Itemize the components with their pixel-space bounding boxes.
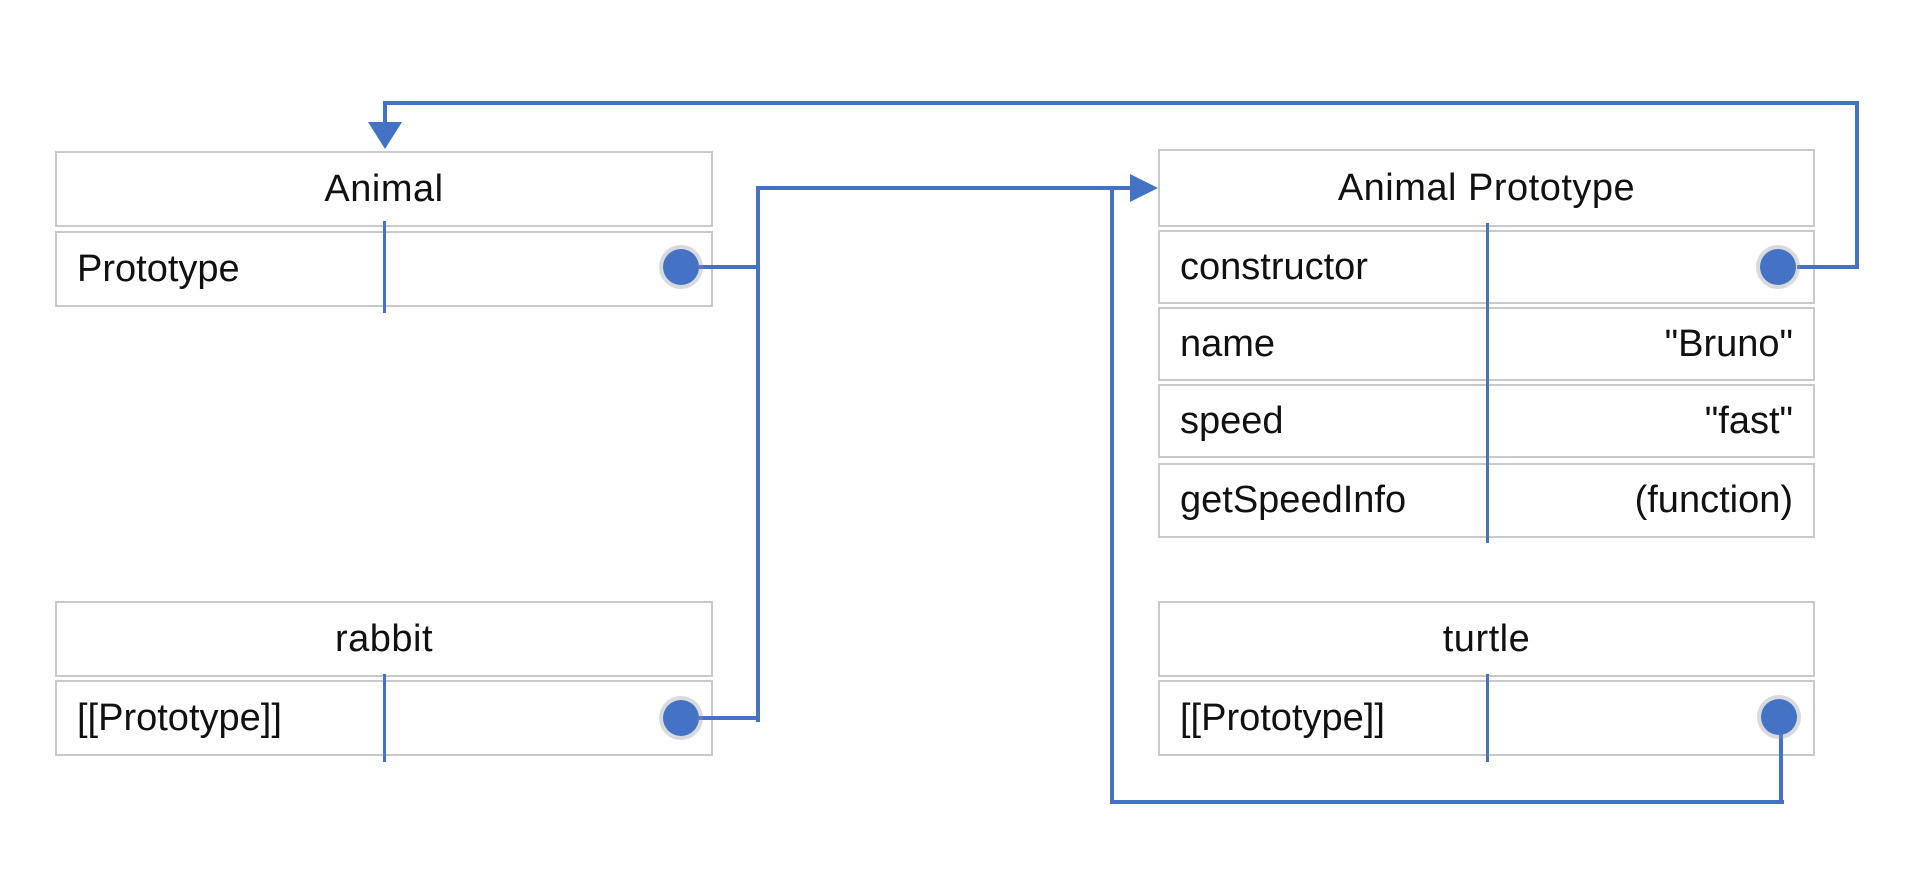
- row-label: speed: [1180, 399, 1284, 442]
- column-divider: [1486, 223, 1489, 543]
- row-label: Prototype: [77, 247, 240, 290]
- row-label: constructor: [1180, 245, 1368, 288]
- column-divider: [383, 674, 386, 762]
- column-divider: [383, 221, 386, 313]
- row-value: "fast": [1704, 399, 1793, 442]
- connector-line: [383, 101, 1859, 105]
- arrowhead-down-icon: [368, 122, 402, 149]
- reference-dot-icon: [663, 249, 699, 285]
- row-label: [[Prototype]]: [1180, 696, 1385, 739]
- rabbit-box-title: rabbit: [55, 601, 713, 677]
- connector-line: [1110, 186, 1114, 804]
- box-title-text: turtle: [1442, 617, 1531, 660]
- row-label: name: [1180, 322, 1276, 365]
- connector-line: [383, 101, 387, 125]
- arrowhead-right-icon: [1130, 174, 1158, 202]
- connector-line: [1855, 101, 1859, 269]
- row-label: getSpeedInfo: [1180, 479, 1407, 521]
- connector-line: [699, 716, 760, 720]
- connector-line: [699, 265, 760, 269]
- connector-line: [1797, 265, 1858, 269]
- box-title-text: Animal Prototype: [1337, 166, 1636, 209]
- reference-dot-icon: [663, 700, 699, 736]
- turtle-box-title: turtle: [1158, 601, 1815, 677]
- box-title-text: rabbit: [334, 617, 434, 660]
- column-divider: [1486, 674, 1489, 762]
- reference-dot-icon: [1760, 249, 1796, 285]
- row-value: (function): [1634, 479, 1793, 521]
- box-title-text: Animal: [324, 167, 444, 210]
- animal-prototype-box-title: Animal Prototype: [1158, 149, 1815, 227]
- row-label: [[Prototype]]: [77, 696, 282, 739]
- connector-line: [756, 186, 1134, 190]
- reference-dot-icon: [1761, 699, 1797, 735]
- connector-line: [1110, 800, 1784, 804]
- row-value: "Bruno": [1664, 322, 1793, 365]
- connector-line: [1779, 718, 1783, 804]
- animal-box-title: Animal: [55, 151, 713, 227]
- connector-line: [756, 186, 760, 722]
